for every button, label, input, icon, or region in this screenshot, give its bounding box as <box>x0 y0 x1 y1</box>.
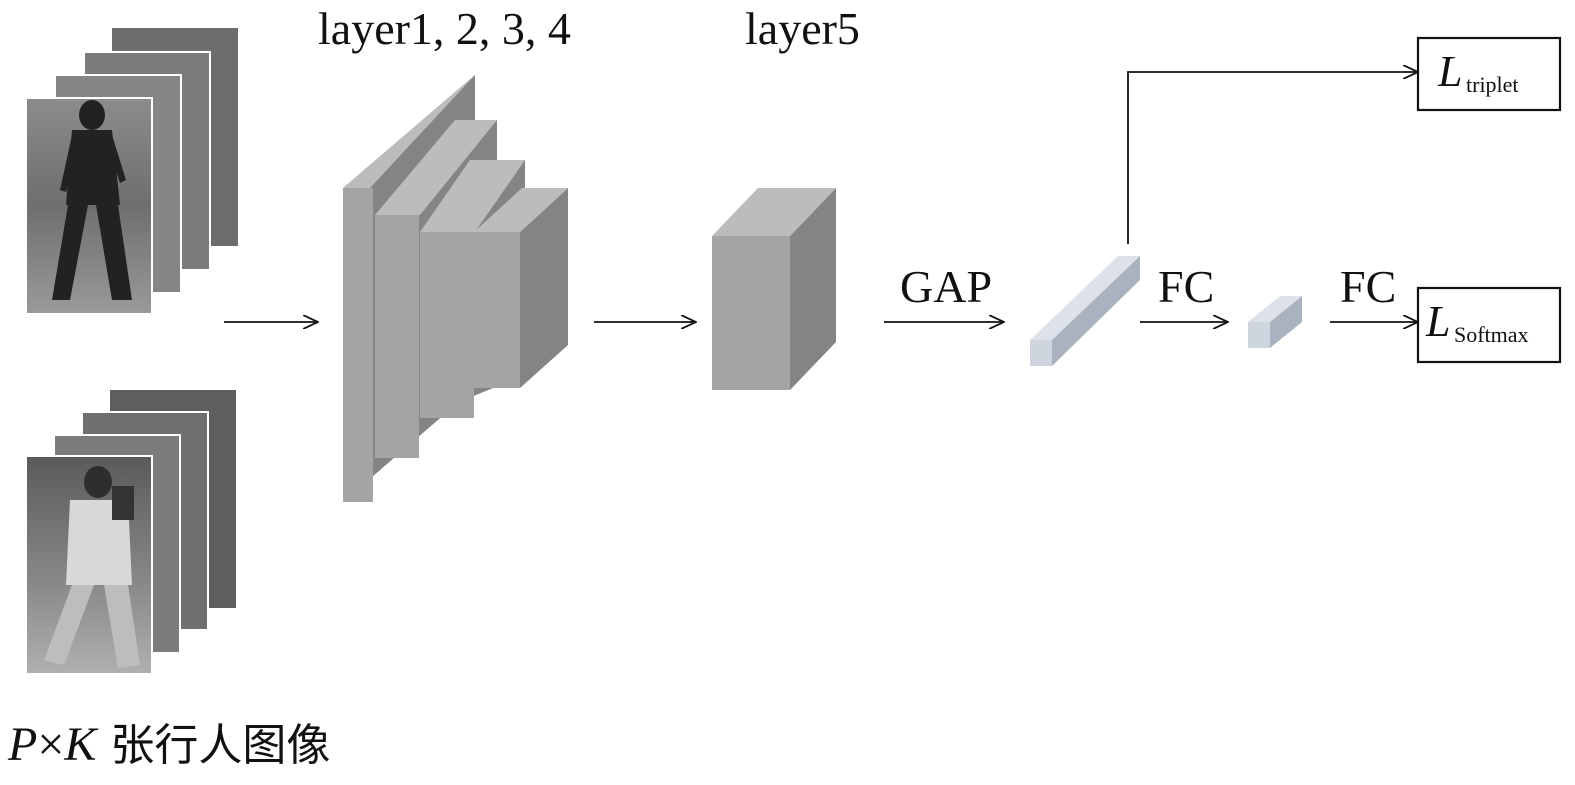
triplet-loss-subscript: triplet <box>1466 72 1519 97</box>
triplet-loss-box: L triplet <box>1416 36 1562 112</box>
softmax-loss-subscript: Softmax <box>1454 322 1529 347</box>
conv-block-4 <box>474 188 568 388</box>
triplet-loss-symbol: L <box>1437 47 1462 96</box>
flow-arrow-triplet <box>1127 72 1418 244</box>
person-silhouette <box>52 100 132 300</box>
layer1-4-blocks <box>343 75 568 502</box>
person-image-stack-2 <box>25 390 236 675</box>
gap-label: GAP <box>900 261 992 312</box>
input-caption: P×K 张行人图像 <box>7 718 330 771</box>
person-silhouette <box>44 466 140 668</box>
softmax-loss-box: L Softmax <box>1416 286 1562 364</box>
layer1-4-label: layer1, 2, 3, 4 <box>318 3 571 54</box>
caption-k: K <box>63 718 99 771</box>
layer5-label: layer5 <box>745 3 860 54</box>
caption-text: 张行人图像 <box>96 720 330 771</box>
feature-vector <box>1030 256 1140 366</box>
fc1-label: FC <box>1158 261 1214 312</box>
caption-p: P <box>7 718 37 771</box>
fc2-label: FC <box>1340 261 1396 312</box>
fc-vector <box>1248 296 1302 348</box>
layer5-block <box>712 188 836 390</box>
caption-times: × <box>37 718 64 771</box>
person-image-stack-1 <box>25 28 238 315</box>
softmax-loss-symbol: L <box>1425 297 1450 346</box>
